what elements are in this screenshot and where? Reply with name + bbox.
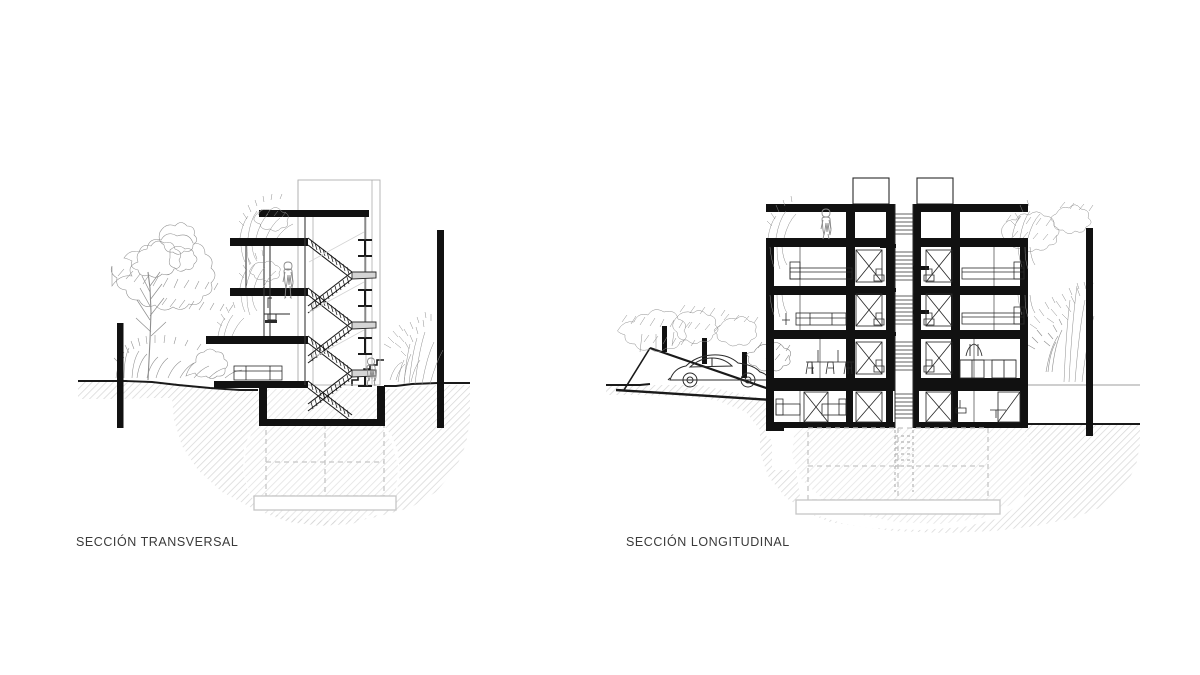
caption-long-section: SECCIÓN LONGITUDINAL (626, 535, 790, 549)
bed (961, 261, 1025, 280)
roof-slab-cross (259, 210, 369, 217)
planter-level3-long-right (1010, 199, 1041, 239)
planter-level3 (238, 193, 294, 239)
bed (789, 261, 853, 280)
foundation-footing-cross (253, 495, 397, 511)
human-figure-cross-lower (366, 357, 377, 387)
floor-slabs-cross (214, 210, 369, 388)
retaining-wall-right (437, 230, 444, 428)
structural-columns-long (766, 204, 1028, 428)
terrace-planting-cross (216, 193, 294, 337)
bed (821, 398, 847, 416)
wardrobes-long (803, 249, 1021, 423)
slab-level-1-cross (214, 336, 308, 344)
bed (775, 398, 801, 416)
slab-level-3-cross (238, 238, 308, 246)
roof-penthouse-boxes (852, 177, 954, 205)
tree-group-long-right (1001, 201, 1095, 383)
tree-left-cross (110, 222, 243, 381)
furniture-beds-long (775, 261, 1025, 416)
dining-set-long (805, 350, 854, 375)
slab-level-2-cross (238, 288, 308, 296)
driveway-posts (662, 326, 747, 378)
cross-section-drawing (78, 179, 470, 526)
earth-hatch-long (606, 385, 1140, 533)
ground-line-long (606, 346, 1140, 425)
long-section-drawing (606, 177, 1140, 533)
kitchen-counter-long (959, 343, 1017, 379)
shrub-cluster-right-cross (383, 311, 444, 385)
slab-ground-cross (214, 381, 308, 388)
caption-cross-section: SECCIÓN TRANSVERSAL (76, 535, 239, 549)
hanging-plants-long (769, 246, 1036, 318)
hanging-plants-cross (240, 245, 258, 316)
tree-group-long-left (617, 304, 791, 372)
foundation-footing-long (795, 499, 1001, 515)
balcony-edges-cross (206, 238, 240, 344)
central-stair-long (880, 204, 929, 428)
planter-level2 (238, 249, 281, 289)
basement-walls-cross (259, 386, 385, 426)
switchback-stair-cross (307, 231, 377, 423)
balcony-planting-long (766, 195, 1041, 318)
kitchen-fixture-cross (264, 297, 290, 323)
furniture-sofas-long (782, 312, 847, 326)
sofa-cross (233, 365, 283, 381)
retaining-wall-right-long (1086, 228, 1093, 436)
planter-ground (216, 301, 245, 337)
planter-level3-long (766, 195, 797, 239)
ground-line-cross (78, 359, 470, 391)
human-figure-roof (820, 208, 832, 240)
bed (961, 306, 1025, 325)
retaining-wall-left (117, 323, 124, 428)
human-figure-cross-upper (282, 261, 294, 300)
